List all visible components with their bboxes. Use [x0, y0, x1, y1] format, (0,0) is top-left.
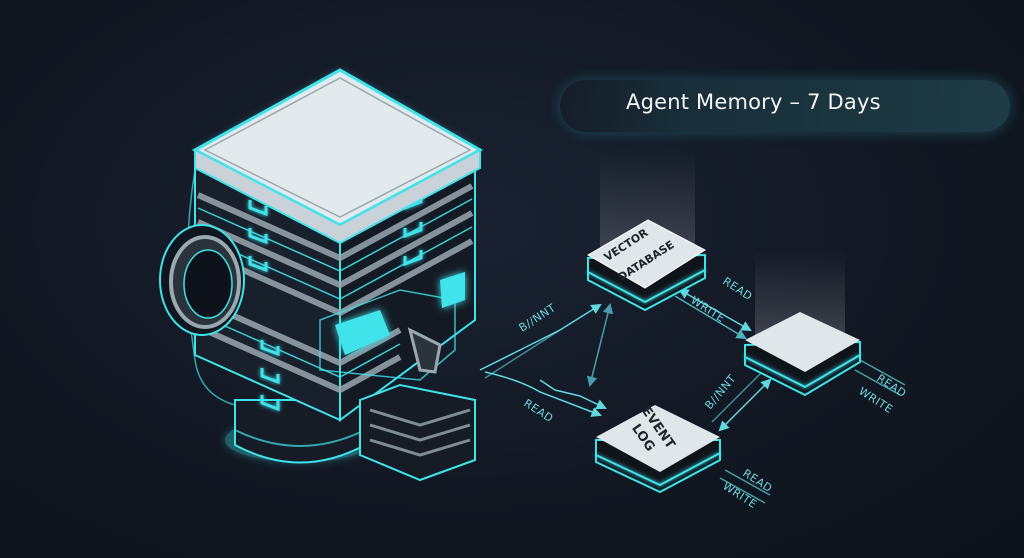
left-eye — [335, 310, 390, 355]
top-lid — [191, 68, 484, 245]
title-banner — [560, 80, 1010, 132]
label-bi-upper: B//NNT — [517, 301, 559, 334]
connections — [479, 288, 906, 504]
ear-module — [159, 224, 245, 336]
node-vector-database: VECTOR DATABASE — [587, 219, 706, 312]
edge-robot-eventlog — [484, 371, 602, 417]
edge-vectordb-eventlog — [586, 302, 614, 388]
node-event-log: EVENT LOG — [595, 404, 721, 494]
edge-eventlog-rightnode — [718, 378, 772, 432]
node-unlabeled — [744, 312, 861, 397]
robot-head-illustration — [159, 68, 484, 482]
edge-vectordb-rightnode — [678, 288, 752, 332]
label-write-vw: WRITE — [688, 294, 727, 326]
diagram-title: Agent Memory – 7 Days — [626, 90, 881, 114]
label-read-vw: READ — [720, 275, 754, 304]
label-bi-right: B//NNT — [702, 372, 738, 412]
edge-robot-vectordb — [479, 303, 602, 371]
edge-labels: B//NNT READ READ WRITE B//NNT READ WRITE… — [517, 275, 909, 512]
label-read-left: READ — [521, 397, 555, 426]
